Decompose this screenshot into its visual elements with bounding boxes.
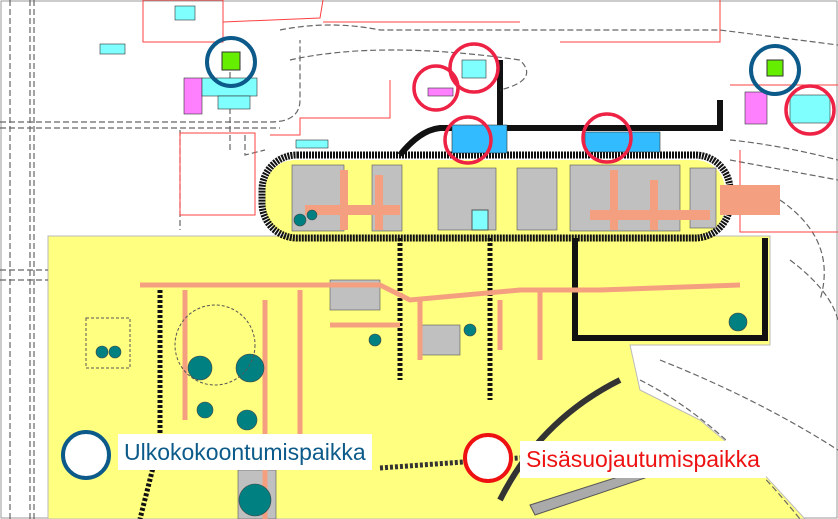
assembly-marker-p2: [766, 59, 784, 77]
shelter-circle[interactable]: [784, 84, 836, 136]
road-north: [397, 60, 723, 157]
shelter-circle[interactable]: [412, 64, 460, 112]
assembly-marker-p1: [221, 51, 241, 71]
shelter-circle[interactable]: [581, 112, 633, 164]
outdoor-assembly-points: [205, 36, 801, 96]
outdoor-assembly-circle[interactable]: [749, 44, 801, 96]
legend-outdoor-icon: [61, 430, 111, 480]
corridors-upper: [305, 170, 780, 230]
tank-farm-ring: [174, 304, 256, 386]
legend-indoor-icon: [463, 433, 513, 483]
facilities-top: [99, 5, 831, 154]
rail-platform: [529, 469, 646, 516]
basin: [85, 317, 131, 369]
property-boundaries: [142, 0, 838, 233]
legend-outdoor-label: Ulkokokoontumispaikka: [118, 434, 372, 470]
corridors-lower: [140, 282, 741, 519]
tanks: [95, 209, 748, 517]
building-cyan: [471, 209, 489, 231]
road-diagonal: [497, 377, 622, 502]
legend-indoor-label: Sisäsuojautumispaikka: [520, 441, 766, 478]
outdoor-assembly-circle[interactable]: [205, 36, 257, 88]
shelter-circle[interactable]: [443, 115, 493, 165]
indoor-shelter-points: [412, 42, 836, 165]
shelter-circle[interactable]: [448, 42, 500, 94]
